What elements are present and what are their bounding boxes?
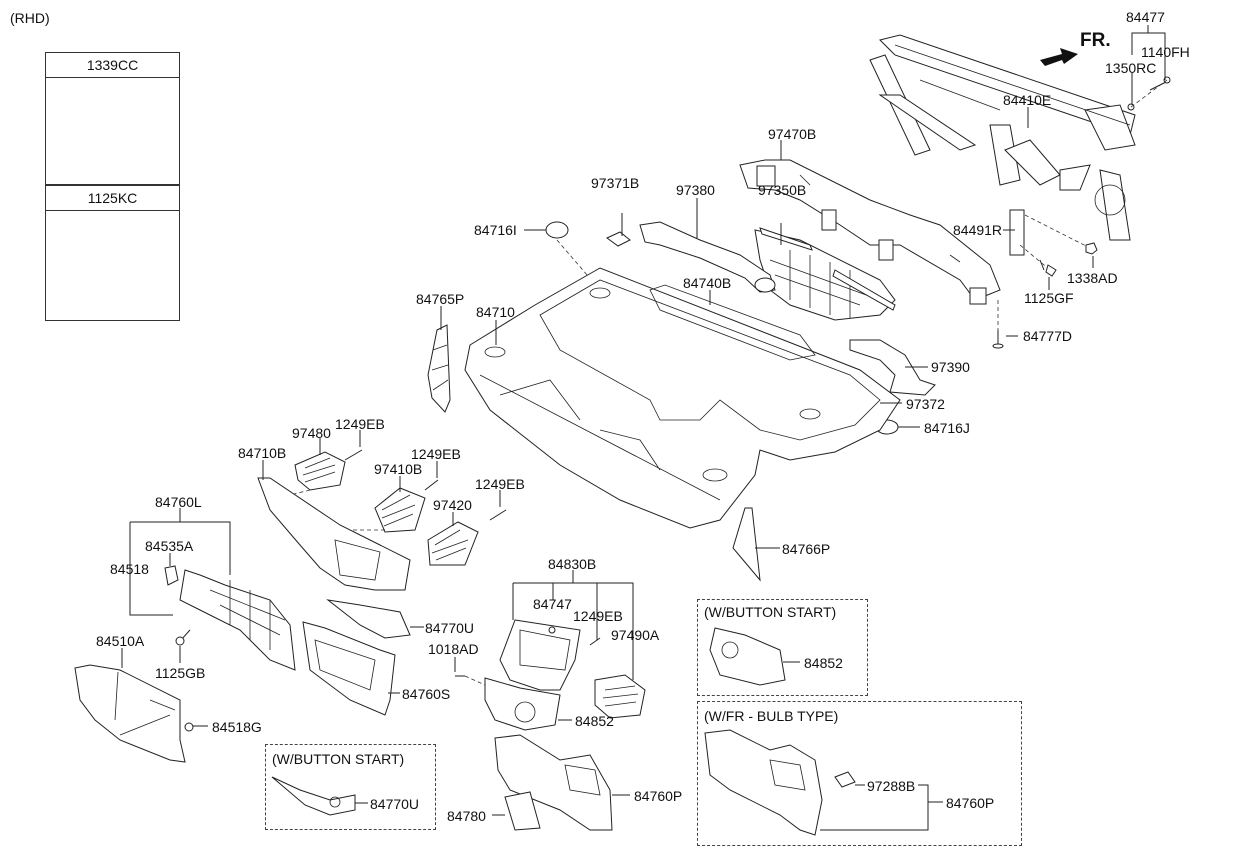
part-label-84740b[interactable]: 84740B <box>683 275 732 291</box>
part-label-1140fh[interactable]: 1140FH <box>1141 44 1190 60</box>
part-label-84770u[interactable]: 84770U <box>425 620 475 636</box>
center-fascia-84710b <box>257 477 411 591</box>
duct-97470b <box>739 159 1001 305</box>
part-label-84766p[interactable]: 84766P <box>782 541 831 557</box>
switch-97288b <box>834 771 856 788</box>
part-label-1249eb[interactable]: 1249EB <box>335 416 385 432</box>
part-label-84852-button-start[interactable]: 84852 <box>804 655 843 671</box>
part-label-97372[interactable]: 97372 <box>906 396 945 412</box>
side-cover-84766p <box>732 507 761 582</box>
crash-pad-84710 <box>464 267 901 529</box>
drive-variant-label: (RHD) <box>10 10 50 26</box>
part-label-1350rc[interactable]: 1350RC <box>1105 60 1157 76</box>
vent-grille-97371b <box>606 231 631 247</box>
glove-box-84510a <box>74 664 186 763</box>
part-label-97410b[interactable]: 97410B <box>374 461 423 477</box>
cowl-cross-bar <box>869 34 1136 256</box>
part-label-1338ad[interactable]: 1338AD <box>1067 270 1118 286</box>
part-label-97490a[interactable]: 97490A <box>611 627 660 643</box>
part-label-84410e[interactable]: 84410E <box>1003 92 1052 108</box>
part-label-97350b[interactable]: 97350B <box>758 182 807 198</box>
part-label-97390[interactable]: 97390 <box>931 359 970 375</box>
part-label-84477[interactable]: 84477 <box>1126 9 1165 25</box>
legend-1125kc: 1125KC <box>45 185 180 321</box>
legend-part-number: 1339CC <box>46 53 179 78</box>
option-box-title: (W/BUTTON START) <box>272 751 405 767</box>
part-label-84780[interactable]: 84780 <box>447 808 486 824</box>
damper-84535a <box>164 565 179 586</box>
part-label-84535a[interactable]: 84535A <box>145 538 194 554</box>
part-label-84830b[interactable]: 84830B <box>548 556 597 572</box>
part-label-97288b[interactable]: 97288B <box>867 778 916 794</box>
option-box-title: (W/FR - BULB TYPE) <box>704 708 839 724</box>
part-label-84518g[interactable]: 84518G <box>212 719 262 735</box>
speaker-grille-84716i <box>545 221 569 239</box>
lower-panel-84760s <box>302 621 396 716</box>
part-label-1249eb[interactable]: 1249EB <box>411 446 461 462</box>
option-box-button-start-trim: (W/BUTTON START) <box>265 744 436 830</box>
cluster-fascia-84830b <box>499 619 581 691</box>
part-label-97380[interactable]: 97380 <box>676 182 715 198</box>
part-label-84760s[interactable]: 84760S <box>402 686 451 702</box>
front-arrow-icon <box>1040 48 1078 66</box>
legend-1339cc: 1339CC <box>45 52 180 185</box>
part-label-84852[interactable]: 84852 <box>575 713 614 729</box>
legend-part-number: 1125KC <box>46 186 179 211</box>
option-box-title: (W/BUTTON START) <box>704 604 837 620</box>
part-label-1018ad[interactable]: 1018AD <box>428 641 479 657</box>
part-label-84760p[interactable]: 84760P <box>634 788 683 804</box>
part-label-84710b[interactable]: 84710B <box>238 445 287 461</box>
leader-lines <box>121 25 1166 831</box>
part-label-84510a[interactable]: 84510A <box>96 633 145 649</box>
part-label-84747[interactable]: 84747 <box>533 596 572 612</box>
air-vents <box>289 449 507 566</box>
side-cover-84765p <box>427 324 451 413</box>
part-label-84760p-bulb-type[interactable]: 84760P <box>946 795 995 811</box>
front-direction-label: FR. <box>1080 30 1111 51</box>
part-label-1249eb[interactable]: 1249EB <box>475 476 525 492</box>
lower-panel-84760p <box>494 734 613 831</box>
vent-97490a <box>594 674 646 719</box>
part-label-97480[interactable]: 97480 <box>292 425 331 441</box>
cover-84780 <box>504 791 541 831</box>
trim-84770u <box>326 599 411 639</box>
part-label-97420[interactable]: 97420 <box>433 497 472 513</box>
duct-97390 <box>849 339 936 396</box>
part-label-84491r[interactable]: 84491R <box>953 222 1003 238</box>
part-label-97470b[interactable]: 97470B <box>768 126 817 142</box>
part-label-84765p[interactable]: 84765P <box>416 291 465 307</box>
option-box-button-start-cluster: (W/BUTTON START) <box>697 599 868 696</box>
cover-84852 <box>484 677 561 731</box>
part-label-84716i[interactable]: 84716I <box>474 222 517 238</box>
part-label-84518[interactable]: 84518 <box>110 561 149 577</box>
part-label-97371b[interactable]: 97371B <box>591 175 640 191</box>
part-label-84710[interactable]: 84710 <box>476 304 515 320</box>
part-label-1249eb[interactable]: 1249EB <box>573 608 623 624</box>
glove-box-housing-84760l <box>179 569 296 671</box>
part-label-84716j[interactable]: 84716J <box>924 420 970 436</box>
lower-panel-84760p-alt <box>704 729 823 836</box>
duct-97350b <box>754 227 896 321</box>
part-label-1125gb[interactable]: 1125GB <box>155 665 206 681</box>
part-label-84760l[interactable]: 84760L <box>155 494 202 510</box>
part-label-84770u-button-start[interactable]: 84770U <box>370 796 420 812</box>
part-label-1125gf[interactable]: 1125GF <box>1024 290 1074 306</box>
option-box-fr-bulb-type: (W/FR - BULB TYPE) <box>697 701 1022 846</box>
part-label-84777d[interactable]: 84777D <box>1023 328 1073 344</box>
